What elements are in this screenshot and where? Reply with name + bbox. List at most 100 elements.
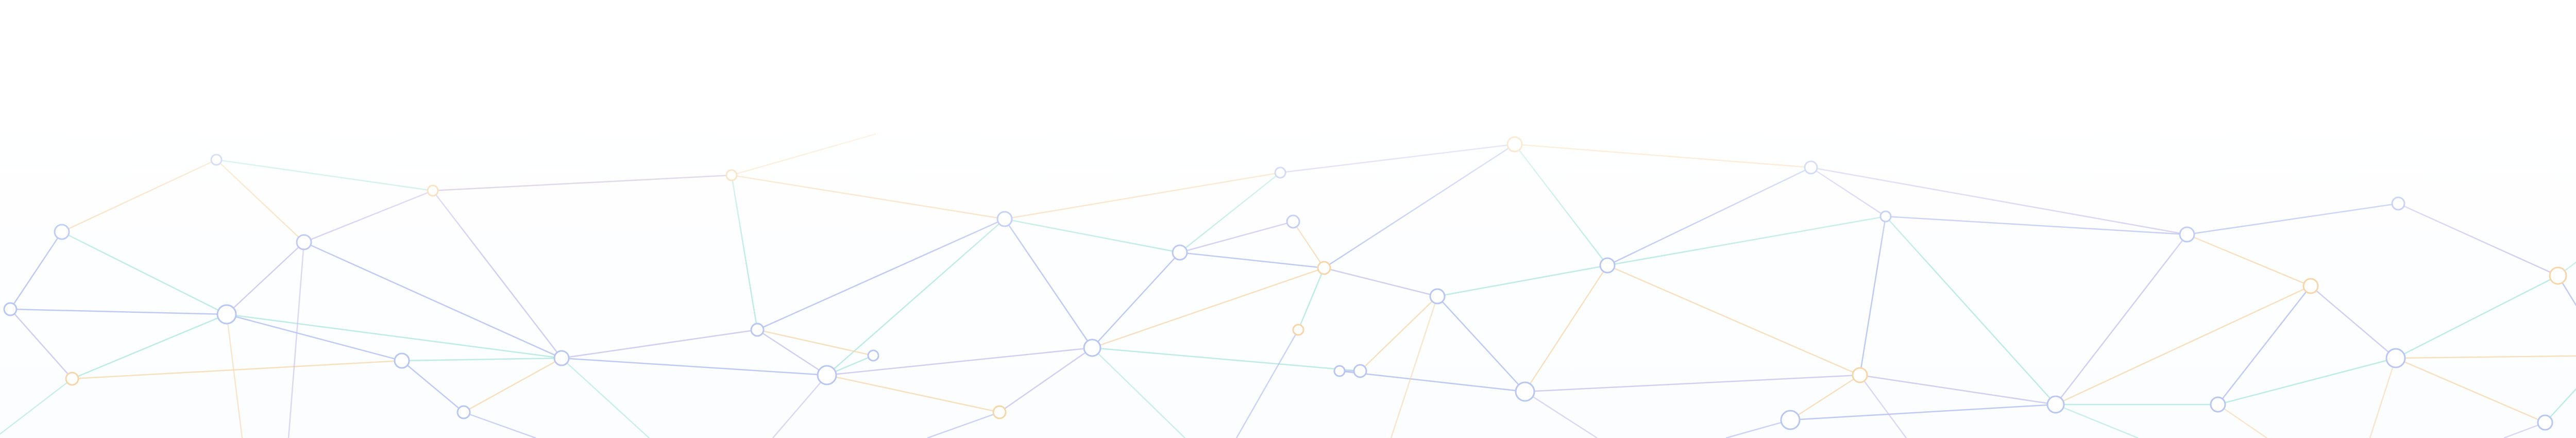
mesh-node	[1286, 214, 1300, 229]
mesh-node	[1879, 210, 1892, 223]
mesh-edge	[61, 231, 227, 315]
mesh-node	[2537, 414, 2553, 431]
mesh-edge	[2545, 388, 2576, 423]
mesh-edge	[1324, 267, 1438, 297]
mesh-edge	[61, 159, 217, 233]
mesh-edge	[432, 174, 732, 192]
mesh-edge	[1292, 221, 1325, 268]
mesh-edge	[1607, 166, 1811, 266]
mesh-edge	[561, 358, 650, 438]
mesh-edge	[1297, 267, 1325, 330]
mesh-edge	[2217, 403, 2267, 438]
mesh-edge	[0, 378, 73, 435]
mesh-node	[1317, 261, 1331, 275]
mesh-edge	[2055, 403, 2139, 438]
mesh-edge	[2398, 203, 2558, 277]
mesh-node	[210, 154, 223, 166]
mesh-edge	[1179, 172, 1281, 253]
mesh-node	[1333, 365, 1346, 377]
mesh-edge	[1092, 347, 1185, 438]
mesh-edge	[999, 347, 1093, 413]
mesh-edge	[2395, 355, 2576, 359]
mesh-node	[996, 211, 1013, 227]
mesh-node	[725, 169, 738, 181]
mesh-node	[1274, 166, 1286, 179]
mesh-node	[1780, 410, 1801, 430]
mesh-edge	[2217, 285, 2311, 405]
mesh-edge	[1004, 172, 1281, 220]
mesh-node	[1292, 324, 1304, 336]
mesh-edge	[1324, 143, 1515, 269]
mesh-node	[2179, 226, 2195, 243]
mesh-node	[2549, 266, 2567, 285]
mesh-edge	[216, 159, 304, 243]
mesh-node	[1353, 364, 1367, 378]
mesh-edge	[1524, 265, 1608, 392]
mesh-edge	[1607, 264, 1860, 376]
mesh-edge	[1859, 216, 1887, 376]
mesh-edge	[9, 231, 63, 310]
mesh-node	[3, 302, 18, 316]
mesh-edge	[216, 159, 433, 192]
mesh-edge	[401, 360, 464, 413]
mesh-edge	[1859, 375, 1907, 438]
mesh-edge	[1524, 391, 1598, 438]
mesh-edge	[731, 174, 1005, 220]
mesh-node	[1599, 257, 1616, 274]
mesh-edge	[1179, 221, 1294, 254]
mesh-edge	[1859, 374, 2056, 406]
mesh-edge	[432, 190, 562, 359]
mesh-edge	[1179, 251, 1325, 269]
mesh-edge	[401, 357, 562, 362]
mesh-node	[817, 365, 837, 385]
mesh-edge	[2369, 358, 2397, 438]
mesh-node	[54, 224, 70, 240]
mesh-node	[553, 350, 570, 366]
mesh-node	[1172, 244, 1188, 261]
mesh-edge	[2557, 261, 2576, 277]
mesh-edge	[772, 375, 827, 438]
mesh-edge	[10, 309, 73, 379]
mesh-nodes	[3, 136, 2567, 431]
mesh-node	[296, 234, 312, 250]
mesh-node	[1804, 160, 1818, 175]
mesh-edge	[1790, 403, 2056, 421]
mesh-edge	[561, 357, 827, 376]
mesh-edge	[731, 133, 876, 176]
mesh-edge	[1810, 166, 1886, 217]
mesh-edge	[1390, 296, 1438, 438]
mesh-edge	[1514, 144, 1608, 266]
mesh-edge	[1810, 166, 2188, 235]
mesh-edge	[1280, 143, 1515, 174]
mesh-edge	[1339, 370, 1526, 393]
mesh-edge	[2395, 357, 2546, 424]
mesh-node	[867, 349, 879, 362]
mesh-edge	[1885, 216, 2056, 405]
mesh-edge	[1092, 267, 1325, 349]
mesh-edge	[1790, 374, 1860, 421]
mesh-edge	[1092, 252, 1180, 348]
mesh-edge	[226, 242, 304, 315]
mesh-edge	[757, 329, 874, 357]
mesh-node	[427, 184, 439, 197]
mesh-node	[750, 323, 765, 337]
mesh-node	[2046, 395, 2065, 414]
mesh-node	[1429, 288, 1446, 305]
mesh-node	[216, 304, 237, 325]
mesh-node	[1083, 339, 1101, 357]
mesh-edge	[463, 411, 536, 438]
mesh-edge	[826, 374, 1000, 413]
mesh-edge	[2310, 285, 2396, 359]
mesh-edge	[1004, 218, 1180, 254]
mesh-edge	[757, 218, 1005, 331]
mesh-edge	[2395, 275, 2558, 359]
mesh-node	[2391, 196, 2405, 211]
mesh-edge	[1235, 329, 1299, 438]
mesh-node	[2385, 348, 2406, 368]
mesh-edge	[1004, 218, 1093, 348]
mesh-edge	[303, 190, 433, 243]
mesh-node	[1506, 136, 1523, 153]
mesh-edge	[1524, 374, 1860, 393]
